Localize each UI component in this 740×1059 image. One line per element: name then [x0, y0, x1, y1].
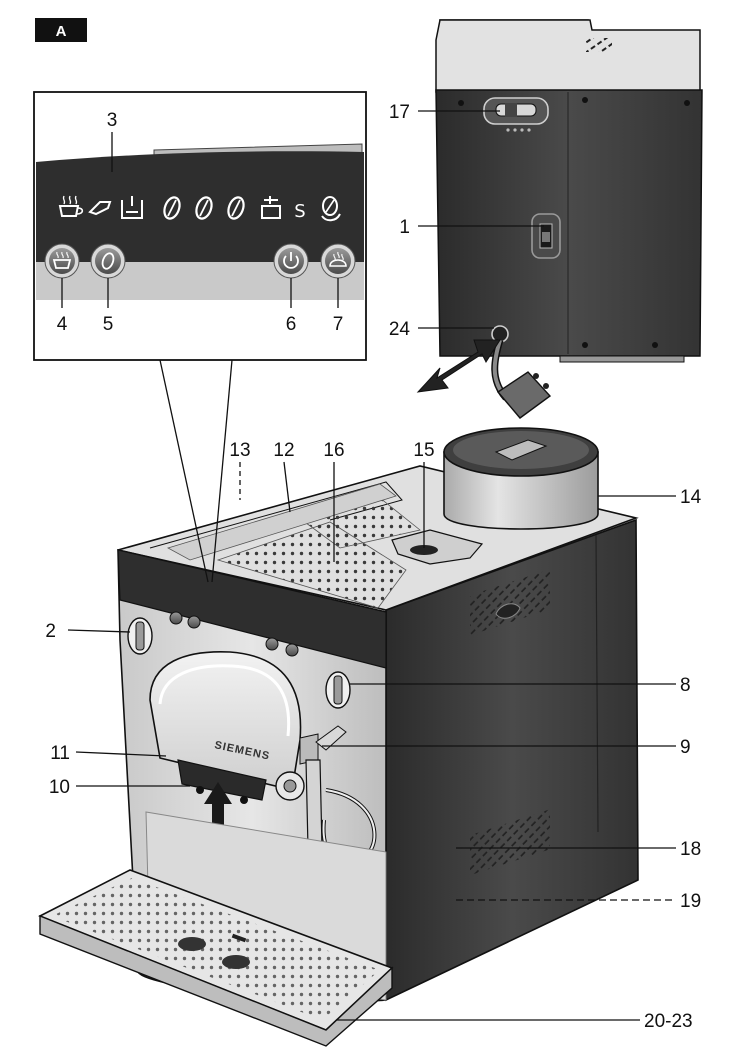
callout-6: 6 — [286, 314, 297, 335]
button-steam — [320, 243, 356, 279]
cord-double-arrow — [416, 339, 501, 393]
callout-13: 13 — [229, 440, 250, 461]
callout-numbers: 3 4 5 6 7 17 1 24 13 12 16 15 14 2 8 9 1… — [45, 102, 701, 1032]
water-tank-icon — [121, 196, 143, 219]
leader-lines — [67, 110, 676, 1021]
callout-19: 19 — [680, 891, 701, 912]
button-cup — [44, 243, 80, 279]
callout-9: 9 — [680, 737, 691, 758]
callout-1: 1 — [399, 217, 410, 238]
grounds-container-icon — [261, 196, 281, 219]
callout-12: 12 — [273, 440, 294, 461]
display-symbols: S — [58, 195, 341, 222]
callout-3: 3 — [107, 110, 118, 131]
bean-strength-icon-3 — [227, 196, 245, 220]
callout-17: 17 — [389, 102, 410, 123]
callout-8: 8 — [680, 675, 691, 696]
callout-11: 11 — [50, 743, 70, 764]
callout-16: 16 — [323, 440, 344, 461]
callout-14: 14 — [680, 487, 702, 508]
callout-18: 18 — [680, 839, 701, 860]
figure-label: A — [56, 23, 67, 40]
callout-5: 5 — [103, 314, 114, 335]
rear-view — [416, 19, 703, 419]
button-power — [273, 243, 309, 279]
descale-icon — [321, 196, 341, 222]
button-bean — [90, 243, 126, 279]
brew-unit-cover — [149, 651, 302, 791]
service-s-label: S — [294, 201, 305, 222]
callout-2: 2 — [45, 621, 56, 642]
control-panel-detail: S — [33, 91, 367, 361]
callout-7: 7 — [333, 314, 344, 335]
callout-10: 10 — [49, 777, 70, 798]
steam-wand-icon — [88, 201, 112, 216]
callout-20-23: 20-23 — [644, 1011, 693, 1032]
bean-strength-icon-1 — [163, 196, 181, 220]
figure-label-badge: A — [35, 18, 87, 42]
callout-24: 24 — [389, 319, 411, 340]
cup-steam-icon — [58, 195, 84, 217]
bean-strength-icon-2 — [195, 196, 213, 220]
callout-4: 4 — [57, 314, 68, 335]
coffee-machine-body: SIEMENS — [38, 427, 639, 1047]
callout-15: 15 — [413, 440, 434, 461]
